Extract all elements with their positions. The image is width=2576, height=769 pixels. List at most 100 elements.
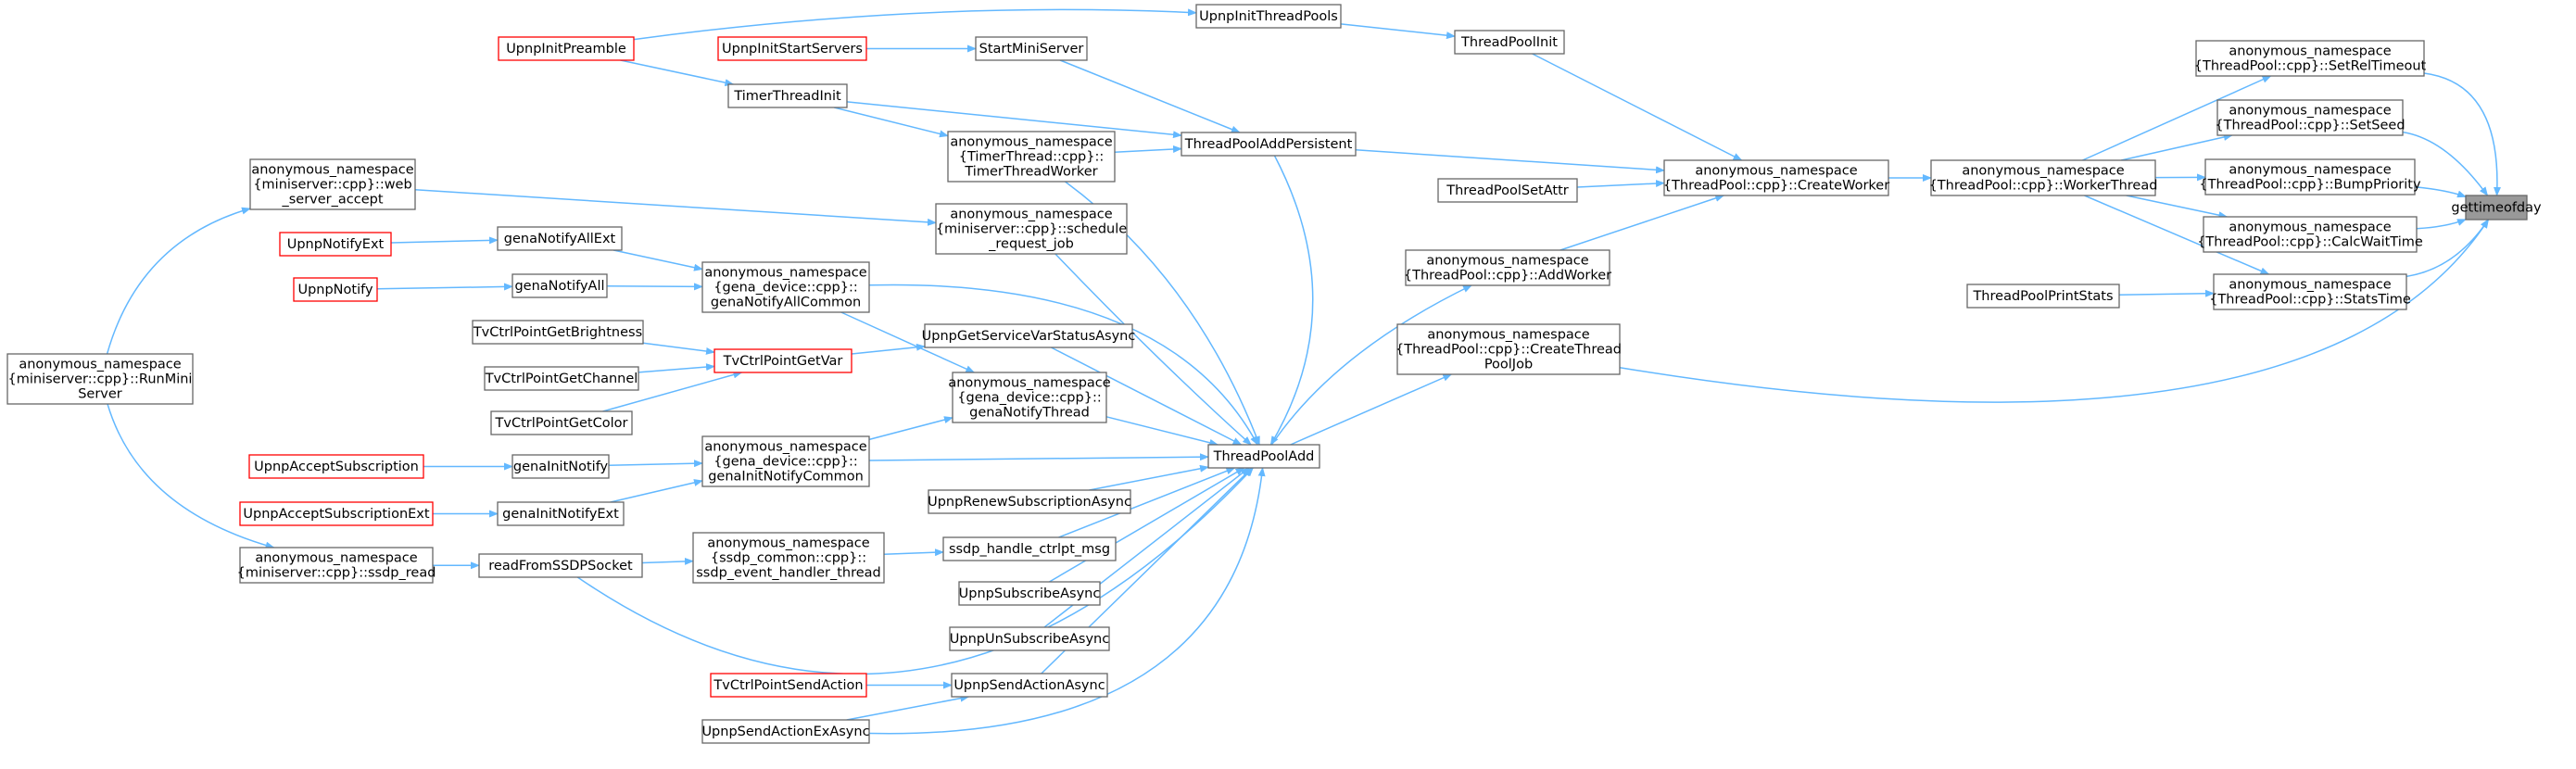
- node-tvctrlpointgetchannel[interactable]: TvCtrlPointGetChannel: [484, 366, 639, 391]
- node-startminiserver[interactable]: StartMiniServer: [975, 36, 1088, 61]
- node-tvctrlpointgetcolor[interactable]: TvCtrlPointGetColor: [490, 410, 633, 435]
- edge-upnpnotify-to-genanotifyall: [376, 283, 513, 291]
- node-webserveraccept[interactable]: anonymous_namespace{miniserver::cpp}::we…: [249, 158, 416, 210]
- node-schedulerequestjob[interactable]: anonymous_namespace{miniserver::cpp}::sc…: [935, 203, 1128, 255]
- node-label-line: anonymous_namespace: [2229, 220, 2391, 234]
- node-gettimeofday[interactable]: gettimeofday: [2451, 195, 2542, 221]
- edge-genainitnotify-to-genainitnotifycommon: [608, 460, 703, 468]
- node-label-line: Server: [78, 386, 122, 401]
- node-box: [2195, 40, 2425, 77]
- node-genanotifyallext[interactable]: genaNotifyAllExt: [497, 226, 623, 251]
- node-createthreadpooljob[interactable]: anonymous_namespace{ThreadPool::cpp}::Cr…: [1395, 323, 1622, 375]
- node-tvctrlpointsendaction[interactable]: TvCtrlPointSendAction: [710, 673, 867, 698]
- node-threadpooladdpersistent[interactable]: ThreadPoolAddPersistent: [1181, 132, 1357, 157]
- node-ssdpeventhandlerthread[interactable]: anonymous_namespace{ssdp_common::cpp}::s…: [692, 532, 885, 584]
- node-label-line: genaNotifyThread: [969, 405, 1090, 420]
- node-genainitnotifyext[interactable]: genaInitNotifyExt: [497, 501, 625, 526]
- node-upnpacceptsubscription[interactable]: UpnpAcceptSubscription: [248, 454, 424, 479]
- node-box: [1663, 159, 1889, 196]
- node-ssdphandlectrlptmsg[interactable]: ssdp_handle_ctrlpt_msg: [942, 536, 1117, 561]
- node-genainitnotify[interactable]: genaInitNotify: [511, 454, 610, 479]
- node-label-line: UpnpInitStartServers: [722, 42, 863, 57]
- edge-threadpooladdpersistent-to-createworker: [1355, 149, 1665, 174]
- node-label-line: TvCtrlPointSendAction: [713, 678, 863, 693]
- node-upnpnotifyext[interactable]: UpnpNotifyExt: [279, 232, 392, 257]
- node-genanotifyallcommon[interactable]: anonymous_namespace{gena_device::cpp}::g…: [701, 261, 870, 313]
- node-threadpooladd[interactable]: ThreadPoolAdd: [1207, 444, 1320, 469]
- node-label-line: anonymous_namespace: [950, 207, 1112, 221]
- node-box: [701, 435, 870, 487]
- node-label-line: TvCtrlPointGetColor: [495, 416, 628, 431]
- node-label-line: genaNotifyAll: [514, 279, 604, 294]
- node-upnpinitpreamble[interactable]: UpnpInitPreamble: [498, 36, 635, 61]
- node-box: [1396, 323, 1621, 375]
- node-addworker[interactable]: anonymous_namespace{ThreadPool::cpp}::Ad…: [1404, 249, 1611, 286]
- node-label-line: _server_accept: [281, 192, 383, 207]
- node-upnpsendactionexasync[interactable]: UpnpSendActionExAsync: [701, 719, 870, 744]
- edge-threadpoolsetattr-to-createworker: [1576, 180, 1665, 188]
- node-label-line: genaNotifyAllCommon: [711, 295, 861, 309]
- node-label-line: anonymous_namespace: [1427, 327, 1589, 342]
- node-timerthreadinit[interactable]: TimerThreadInit: [727, 83, 848, 108]
- node-label-line: {ThreadPool::cpp}::AddWorker: [1404, 268, 1611, 283]
- node-box: [484, 366, 639, 391]
- node-label-line: anonymous_namespace: [255, 550, 417, 565]
- node-upnpsendactionasync[interactable]: UpnpSendActionAsync: [951, 673, 1108, 698]
- node-calcwaittime[interactable]: anonymous_namespace{ThreadPool::cpp}::Ca…: [2197, 216, 2423, 253]
- node-threadpoolinit[interactable]: ThreadPoolInit: [1454, 30, 1565, 55]
- node-readfromssdpsocket[interactable]: readFromSSDPSocket: [478, 553, 643, 578]
- node-box: [248, 454, 424, 479]
- node-box: [2216, 99, 2404, 136]
- node-upnpacceptsubscriptionext[interactable]: UpnpAcceptSubscriptionExt: [239, 501, 434, 526]
- node-ssdpread[interactable]: anonymous_namespace{miniserver::cpp}::ss…: [237, 547, 436, 584]
- node-upnpgetservicevarstatusasync[interactable]: UpnpGetServiceVarStatusAsync: [922, 323, 1136, 348]
- node-box: [949, 626, 1110, 651]
- node-tvctrlpointgetvar[interactable]: TvCtrlPointGetVar: [713, 348, 852, 373]
- node-box: [6, 353, 194, 405]
- node-timerthreadworker[interactable]: anonymous_namespace{TimerThread::cpp}::T…: [947, 131, 1116, 183]
- node-setreltimeout[interactable]: anonymous_namespace{ThreadPool::cpp}::Se…: [2194, 40, 2427, 77]
- node-label-line: {ThreadPool::cpp}::StatsTime: [2209, 292, 2411, 307]
- node-threadpoolprintstats[interactable]: ThreadPoolPrintStats: [1966, 284, 2120, 309]
- node-box: [472, 320, 644, 345]
- node-label-line: {gena_device::cpp}::: [957, 390, 1101, 405]
- edge-upnpsendactionexasync-to-threadpooladd: [868, 467, 1266, 735]
- node-label-line: anonymous_namespace: [2229, 162, 2391, 177]
- node-createworker[interactable]: anonymous_namespace{ThreadPool::cpp}::Cr…: [1663, 159, 1889, 196]
- node-upnpinitstartservers[interactable]: UpnpInitStartServers: [717, 36, 867, 61]
- node-upnpsubscribeasync[interactable]: UpnpSubscribeAsync: [958, 581, 1101, 606]
- node-box: [498, 36, 635, 61]
- node-genanotifythread[interactable]: anonymous_namespace{gena_device::cpp}::g…: [948, 372, 1111, 423]
- node-label-line: {miniserver::cpp}::schedule: [936, 221, 1127, 236]
- node-box: [1454, 30, 1565, 55]
- nodes-layer: gettimeofdayanonymous_namespace{ThreadPo…: [6, 4, 2542, 744]
- node-upnpnotify[interactable]: UpnpNotify: [293, 277, 378, 302]
- node-genanotifyall[interactable]: genaNotifyAll: [511, 273, 608, 298]
- node-genainitnotifycommon[interactable]: anonymous_namespace{gena_device::cpp}::g…: [701, 435, 870, 487]
- node-statstime[interactable]: anonymous_namespace{ThreadPool::cpp}::St…: [2209, 273, 2411, 310]
- node-label-line: anonymous_namespace: [1695, 163, 1857, 178]
- node-upnpinitthreadpools[interactable]: UpnpInitThreadPools: [1195, 4, 1342, 29]
- node-upnprenewsubscriptionasync[interactable]: UpnpRenewSubscriptionAsync: [928, 489, 1131, 514]
- node-setseed[interactable]: anonymous_namespace{ThreadPool::cpp}::Se…: [2215, 99, 2406, 136]
- node-label-line: UpnpSubscribeAsync: [959, 586, 1101, 601]
- node-bumppriority[interactable]: anonymous_namespace{ThreadPool::cpp}::Bu…: [2199, 158, 2421, 195]
- node-workerthread[interactable]: anonymous_namespace{ThreadPool::cpp}::Wo…: [1929, 159, 2158, 196]
- node-runminiserver[interactable]: anonymous_namespace{miniserver::cpp}::Ru…: [6, 353, 194, 405]
- node-label-line: ThreadPoolAddPersistent: [1184, 137, 1353, 152]
- node-threadpoolsetattr[interactable]: ThreadPoolSetAttr: [1437, 178, 1578, 203]
- edge-upnpinitthreadpools-to-threadpoolinit: [1340, 23, 1456, 40]
- edge-upnpnotifyext-to-genanotifyallext: [390, 236, 499, 245]
- node-label-line: UpnpGetServiceVarStatusAsync: [922, 329, 1136, 344]
- edge-tvctrlpointgetvar-to-upnpgetservicevarstatusasync: [851, 343, 926, 355]
- node-box: [727, 83, 848, 108]
- node-tvctrlpointgetbrightness[interactable]: TvCtrlPointGetBrightness: [472, 320, 644, 345]
- edge-timerthreadworker-to-threadpooladdpersistent: [1114, 145, 1182, 154]
- edge-genainitnotifycommon-to-genanotifythread: [868, 416, 953, 441]
- node-label-line: ThreadPoolInit: [1460, 35, 1558, 50]
- node-box: [713, 348, 852, 373]
- node-upnpunsubscribeasync[interactable]: UpnpUnSubscribeAsync: [949, 626, 1110, 651]
- node-box: [249, 158, 416, 210]
- edge-genanotifyallcommon-to-genanotifythread: [840, 311, 976, 373]
